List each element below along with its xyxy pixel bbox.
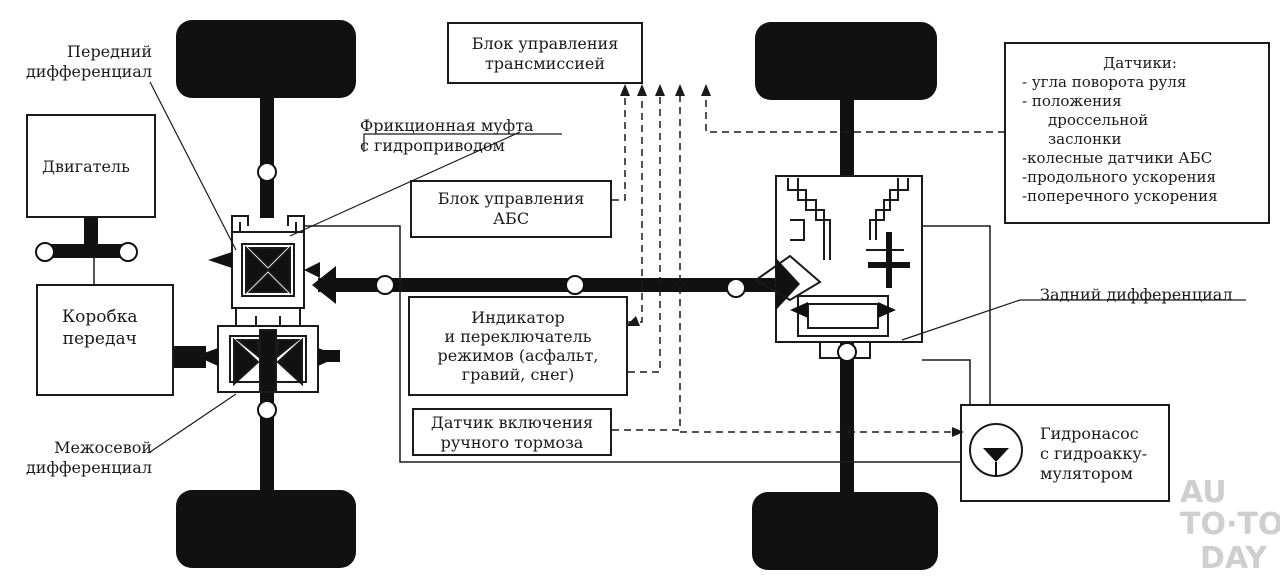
center-diff-right-shaft <box>318 350 340 362</box>
gearbox-box: Коробка передач <box>36 284 174 396</box>
engine-output-shaft <box>44 244 124 258</box>
rear-diff-label: Задний дифференциал <box>1040 285 1233 304</box>
front-diff-line2: дифференциал <box>25 62 152 81</box>
abs-unit-box: Блок управления АБС <box>410 180 612 238</box>
front-left-wheel-bottom <box>176 490 356 568</box>
center-diff-left-arrow <box>196 348 218 366</box>
pump-line2: с гидроакку- <box>1040 444 1148 463</box>
sensors-list: - угла поворота руля - положения дроссел… <box>1022 73 1258 206</box>
front-left-wheel-top <box>176 20 356 98</box>
rear-wheel-top <box>755 22 937 100</box>
pump-line3: мулятором <box>1040 464 1133 483</box>
sensor-longitudinal: -продольного ускорения <box>1022 168 1216 186</box>
pump-label: Гидронасос с гидроакку- мулятором <box>1040 424 1147 484</box>
handbrake-line1: Датчик включения <box>430 413 594 432</box>
gearbox-label-line2: передач <box>62 329 137 349</box>
watermark-line3: DAY <box>1200 541 1267 576</box>
engine-label: Двигатель <box>42 157 130 176</box>
tcu-box: Блок управления трансмиссией <box>447 22 643 84</box>
indicator-line2: и переключатель <box>444 327 592 346</box>
rear-diff-right-arrow <box>878 302 896 318</box>
abs-unit-label-line1: Блок управления <box>437 189 585 208</box>
front-diff-line1: Передний <box>67 42 152 61</box>
rear-axle-upper <box>840 98 854 198</box>
front-right-arrow <box>304 262 320 278</box>
sensor-steering: - угла поворота руля <box>1022 73 1187 91</box>
sensor-throttle-2: дроссельной <box>1048 111 1149 129</box>
handbrake-box: Датчик включения ручного тормоза <box>412 408 612 456</box>
front-transfer-assembly <box>217 215 319 393</box>
front-axle-upper <box>260 96 274 218</box>
indicator-line1: Индикатор <box>471 308 565 327</box>
rear-diff-left-arrow <box>790 302 808 318</box>
propeller-shaft <box>318 278 788 292</box>
sensors-title: Датчики: <box>1103 54 1177 72</box>
friction-clutch-line2: с гидроприводом <box>360 136 505 155</box>
center-diff-label: Межосевой дифференциал <box>10 438 152 478</box>
sensors-box: Датчики: - угла поворота руля - положени… <box>1004 42 1270 224</box>
ujoint-circles <box>35 162 857 420</box>
indicator-line3: режимов (асфальт, <box>437 346 599 365</box>
sensors-label: Датчики: - угла поворота руля - положени… <box>1022 54 1258 206</box>
pump-box: Гидронасос с гидроакку- мулятором <box>960 404 1170 502</box>
hydraulic-lines <box>93 225 991 463</box>
indicator-line4: гравий, снег) <box>461 365 575 384</box>
friction-clutch-label: Фрикционная муфта с гидроприводом <box>360 116 534 156</box>
rear-diff-gear-bar <box>868 262 910 268</box>
handbrake-line2: ручного тормоза <box>440 433 584 452</box>
signal-lines <box>612 88 1004 433</box>
signal-arrowheads <box>620 84 964 437</box>
tcu-label: Блок управления трансмиссией <box>449 34 641 74</box>
abs-unit-label: Блок управления АБС <box>412 189 610 229</box>
friction-clutch-line1: Фрикционная муфта <box>360 116 534 135</box>
handbrake-label: Датчик включения ручного тормоза <box>414 413 610 453</box>
gearbox-label: Коробка передач <box>62 306 138 350</box>
engine-box: Двигатель <box>26 114 156 218</box>
abs-unit-label-line2: АБС <box>492 209 530 228</box>
watermark-line1: AU <box>1180 475 1227 510</box>
sensor-throttle-1: - положения <box>1022 92 1122 110</box>
pump-line1: Гидронасос <box>1040 424 1139 443</box>
gearbox-label-line1: Коробка <box>62 307 138 327</box>
center-diff-line1: Межосевой <box>54 438 152 457</box>
tcu-label-line2: трансмиссией <box>484 54 606 73</box>
rear-diff-diamond <box>754 254 822 302</box>
tcu-label-line1: Блок управления <box>471 34 619 53</box>
rear-pinion <box>776 258 800 310</box>
rear-diff-vertical-gear <box>886 232 892 288</box>
indicator-label: Индикатор и переключатель режимов (асфал… <box>410 308 626 384</box>
front-diff-label: Передний дифференциал <box>12 42 152 82</box>
leader-lines <box>149 81 1246 453</box>
sensor-lateral: -поперечного ускорения <box>1022 187 1218 205</box>
engine-stub <box>84 218 98 248</box>
watermark-line2: TO·TO <box>1180 507 1280 542</box>
sensor-throttle-3: заслонки <box>1048 130 1122 148</box>
prop-shaft-arrow-front <box>312 266 336 304</box>
pump-triangle <box>983 448 1009 462</box>
center-diff-line2: дифференциал <box>25 458 152 477</box>
sensor-abs: -колесные датчики АБС <box>1022 149 1213 167</box>
indicator-box: Индикатор и переключатель режимов (асфал… <box>408 296 628 396</box>
front-left-arrow <box>208 252 232 268</box>
rear-axle-lower <box>840 340 854 494</box>
rear-wheel-bottom <box>752 492 938 570</box>
